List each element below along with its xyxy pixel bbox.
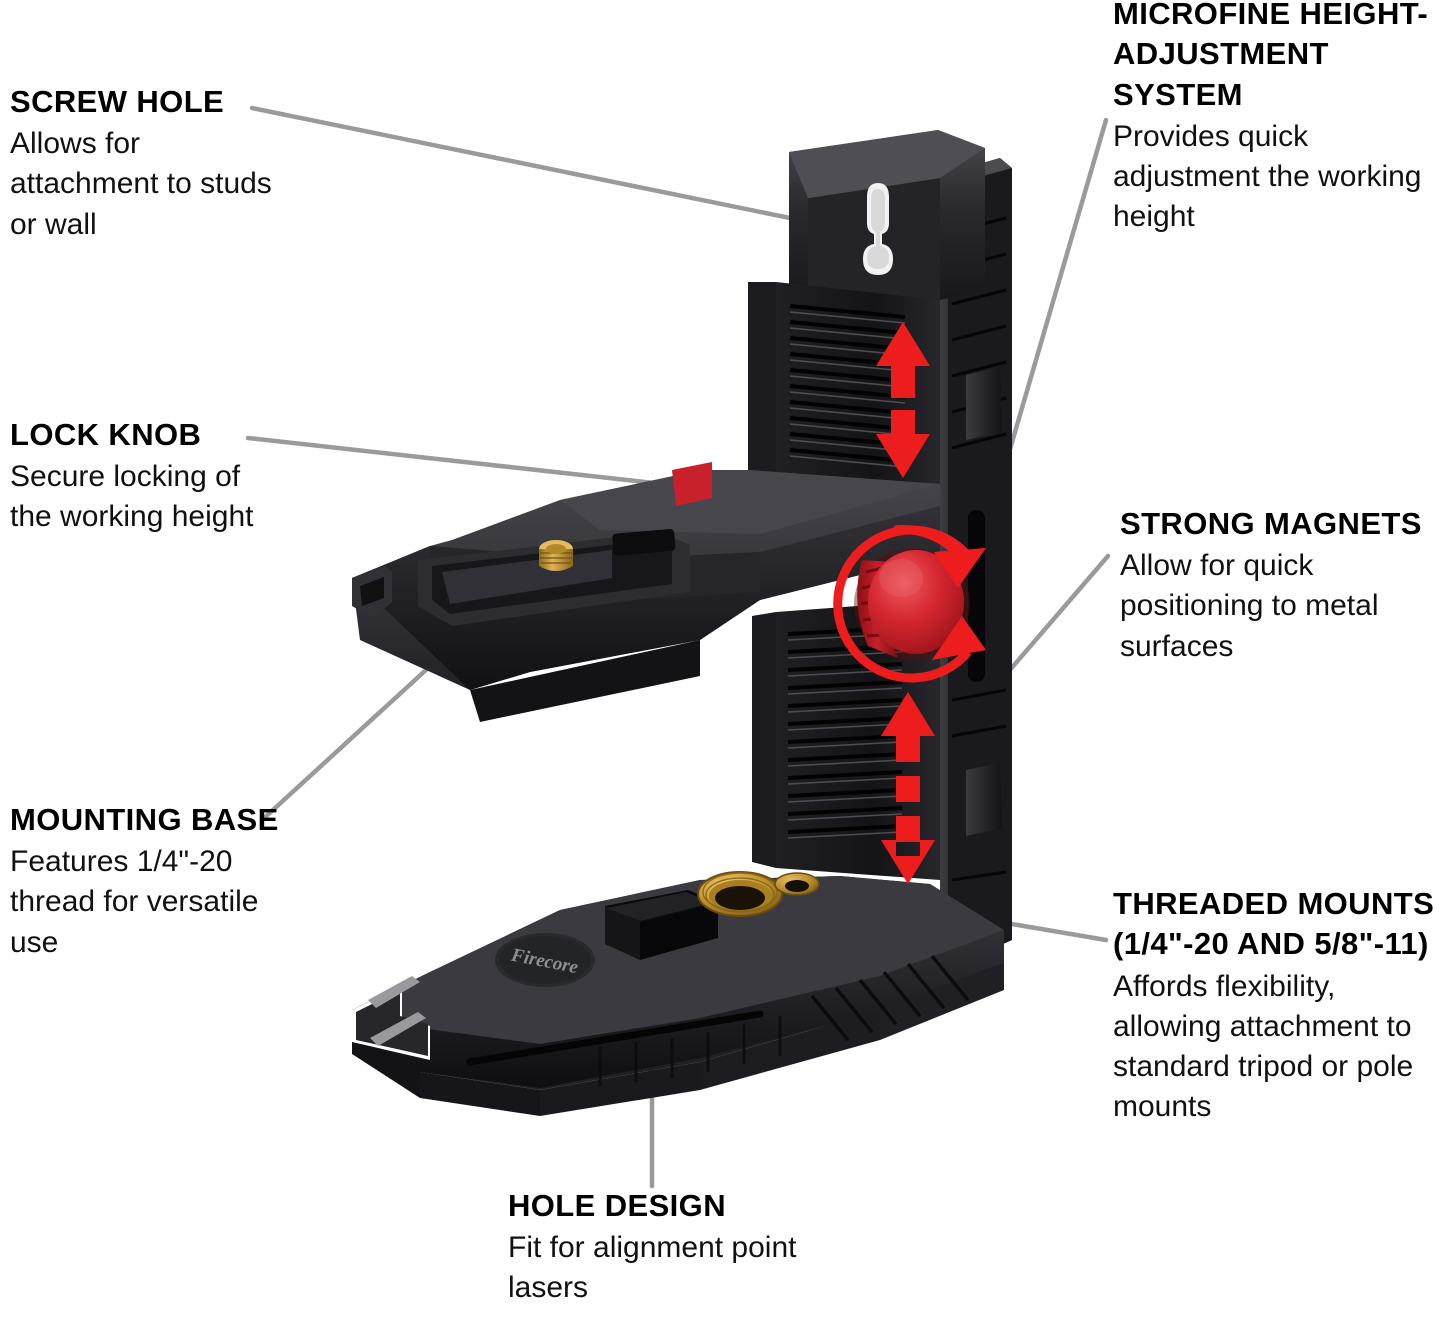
callout-body: Allow for quick positioning to metal sur… [1120,549,1379,663]
product-body: Firecore [352,130,1012,1116]
rail-slot [968,510,985,682]
callout-body: Fit for alignment point lasers [508,1231,797,1305]
rotation-arrow-heads [932,548,986,660]
brand-mark: Firecore [495,933,595,987]
screw-hole-bracket [789,130,985,304]
callout-lock-knob: LOCK KNOB Secure locking of the working … [10,415,280,538]
callout-body: Affords flexibility, allowing attachment… [1113,969,1414,1124]
lock-knob [854,548,970,660]
callout-title: MOUNTING BASE [10,802,279,837]
magnet-tab-lower [966,763,1002,836]
height-arrow-upper [876,322,930,478]
callout-body: Allows for attachment to studs or wall [10,127,272,241]
callout-title: MICROFINE HEIGHT-ADJUSTMENT SYSTEM [1113,0,1429,112]
callout-threaded-mounts: THREADED MOUNTS (1/4"-20 AND 5/8"-11) Af… [1113,884,1444,1127]
callout-body: Secure locking of the working height [10,460,254,534]
threaded-mount-58 [697,871,783,917]
callout-title: STRONG MAGNETS [1120,506,1422,541]
alignment-hole [605,890,718,960]
callout-microfine-height-adjustment-system: MICROFINE HEIGHT-ADJUSTMENT SYSTEM Provi… [1113,0,1443,237]
callout-title: SCREW HOLE [10,84,225,119]
quarter-twenty-stud [539,540,573,571]
callout-body: Provides quick adjustment the working he… [1113,119,1422,234]
mounting-base-plate: Firecore [352,871,1004,1116]
callout-title: THREADED MOUNTS (1/4"-20 AND 5/8"-11) [1113,886,1435,962]
callout-hole-design: HOLE DESIGN Fit for alignment point lase… [508,1186,838,1309]
callout-title: HOLE DESIGN [508,1188,726,1223]
keyhole-slot [863,183,893,275]
leader-lines [245,105,1111,1189]
callout-mounting-base: MOUNTING BASE Features 1/4"-20 thread fo… [10,800,290,963]
callout-title: LOCK KNOB [10,417,202,452]
leader-screw-hole [249,105,881,239]
horizontal-arm [352,462,940,722]
callout-strong-magnets: STRONG MAGNETS Allow for quick positioni… [1120,504,1440,667]
height-arrow-lower [881,692,935,884]
lock-tab-red [672,462,712,506]
callout-body: Features 1/4"-20 thread for versatile us… [10,845,259,959]
callout-screw-hole: SCREW HOLE Allows for attachment to stud… [10,82,285,245]
threaded-mount-14 [774,872,820,896]
leader-lock-knob [245,435,693,490]
magnet-tab-upper [966,367,1002,440]
